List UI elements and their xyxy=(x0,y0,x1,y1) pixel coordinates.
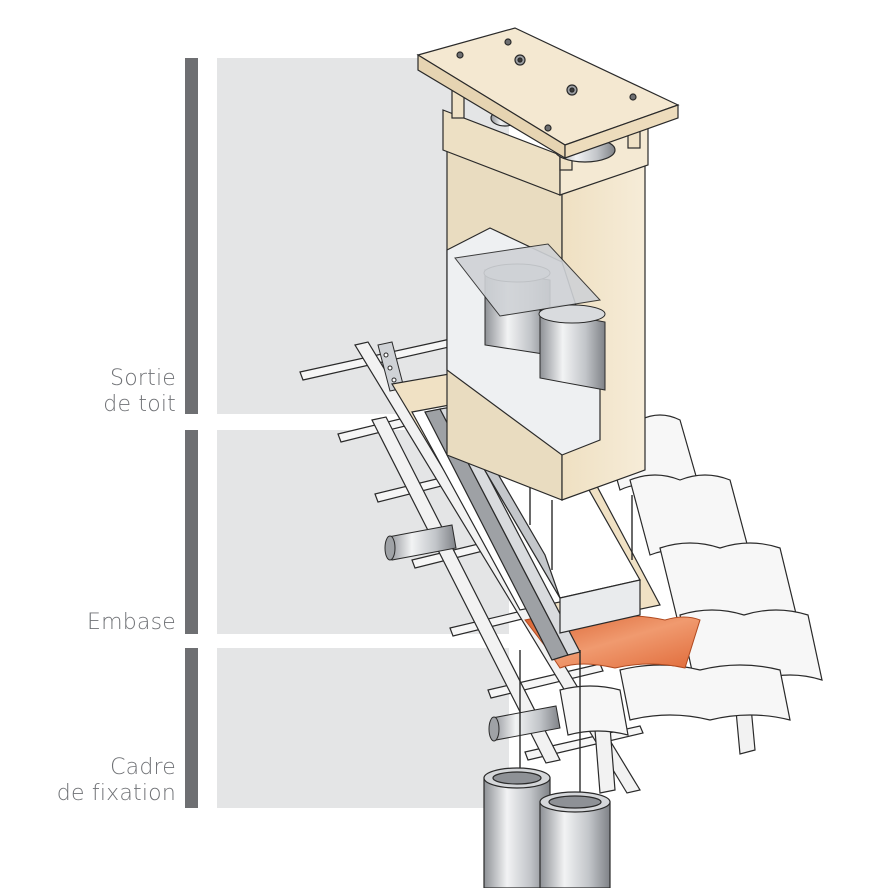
flue-pipes-bottom xyxy=(483,767,611,889)
roof-pipe-stubs xyxy=(384,524,561,742)
label-line: de toit xyxy=(103,392,176,417)
band-cadre xyxy=(217,648,509,808)
label-line: Embase xyxy=(87,610,176,635)
bracket-sortie xyxy=(185,58,198,414)
bracket-cadre xyxy=(185,648,198,808)
roof-outlet-cap xyxy=(416,27,680,171)
label-sortie-de-toit: Sortie de toit xyxy=(103,366,176,418)
bracket-embase xyxy=(185,430,198,634)
label-line: de fixation xyxy=(56,781,176,806)
label-cadre-de-fixation: Cadre de fixation xyxy=(57,755,176,807)
flue-pipes-internal xyxy=(454,243,606,391)
label-embase: Embase xyxy=(87,610,176,636)
section-brackets xyxy=(185,58,198,808)
label-line: Sortie xyxy=(110,366,176,391)
label-line: Cadre xyxy=(110,755,176,780)
